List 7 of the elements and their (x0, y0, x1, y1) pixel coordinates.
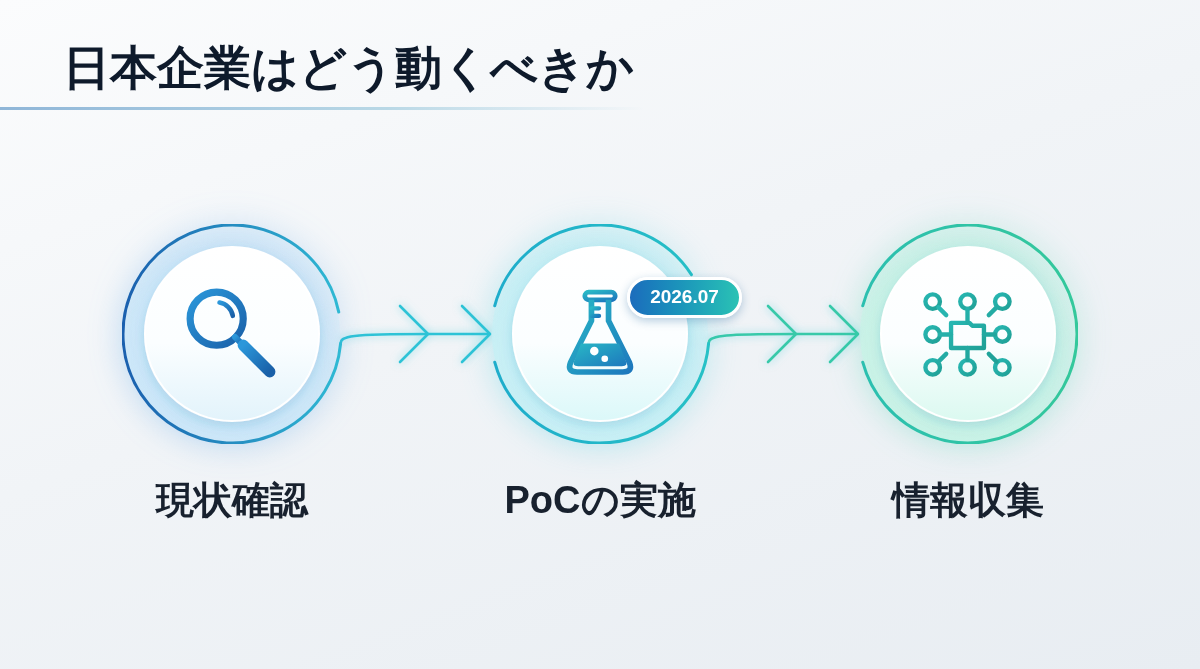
step-label: 現状確認 (156, 478, 308, 522)
arrow (339, 304, 491, 364)
page-title: 日本企業はどう動くべきか (63, 40, 634, 96)
date-badge: 2026.07 (627, 277, 742, 318)
step-label: PoCの実施 (504, 478, 696, 522)
arrow (707, 304, 859, 364)
step-label: 情報収集 (892, 478, 1044, 522)
